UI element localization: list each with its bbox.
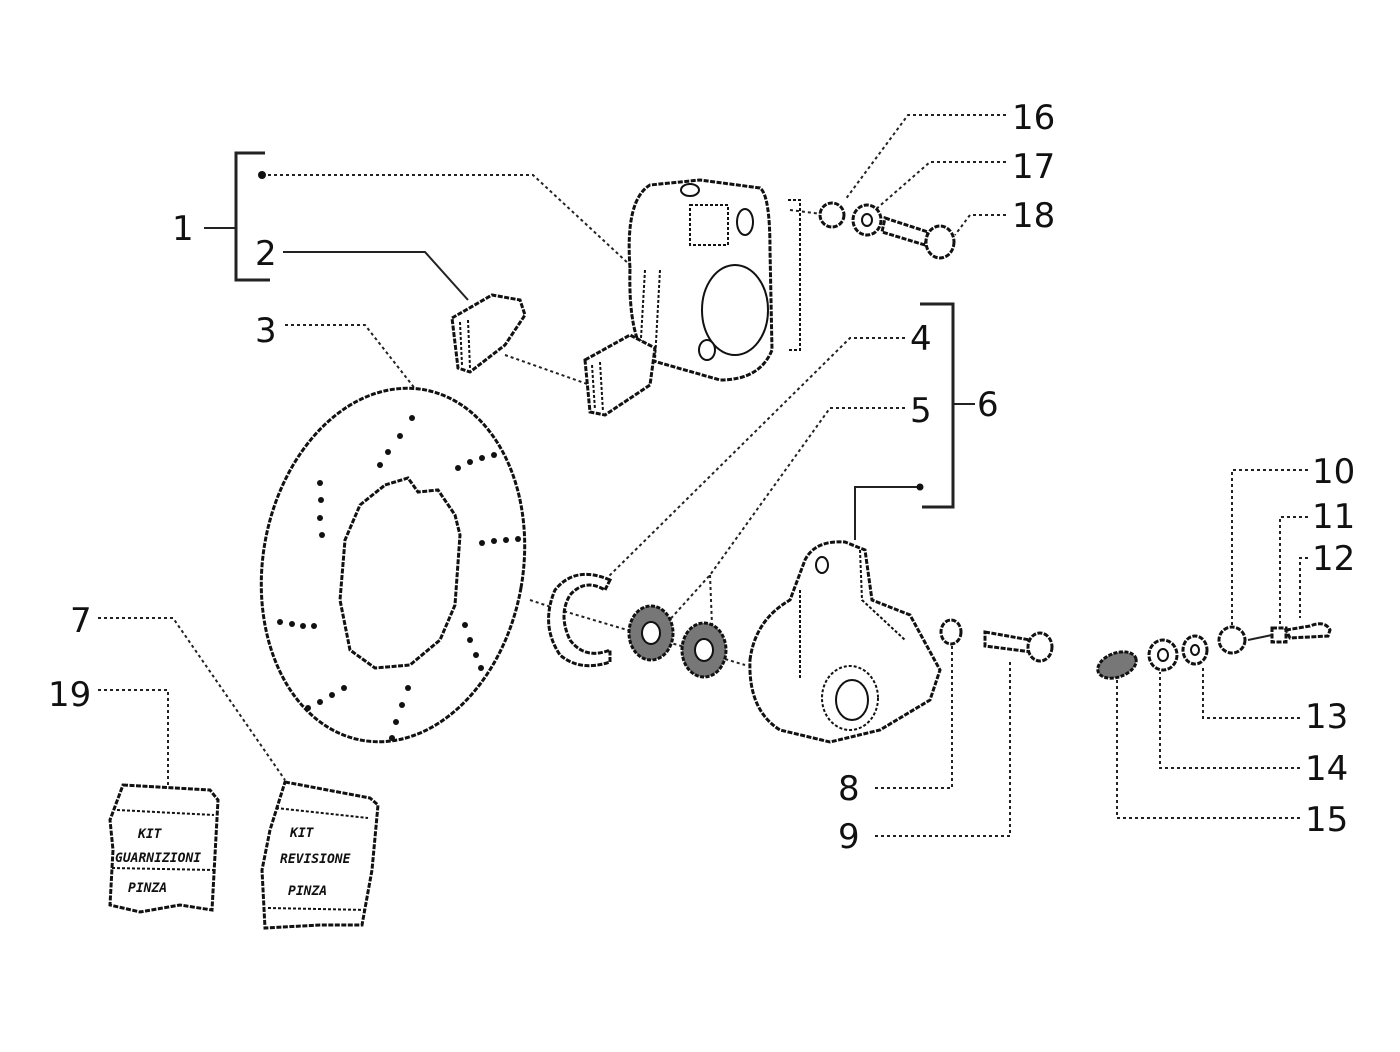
callout-9: 9 <box>838 817 860 857</box>
leader-5 <box>664 407 905 626</box>
callout-4: 4 <box>910 319 932 359</box>
brake-disc-part <box>259 386 527 744</box>
callout-18: 18 <box>1012 196 1055 236</box>
leader-11 <box>1279 516 1308 625</box>
kit-bag-19: KIT GUARNIZIONI PINZA <box>108 783 220 914</box>
callout-16: 16 <box>1012 98 1055 138</box>
kit-bag-7-line-3: PINZA <box>288 884 327 899</box>
kit-bag-19-line-1: KIT <box>137 827 163 842</box>
kit-bag-19-line-2: GUARNIZIONI <box>115 851 201 866</box>
piston-seal-2 <box>680 621 728 679</box>
callout-11: 11 <box>1312 497 1355 537</box>
leader-10 <box>1231 469 1308 625</box>
leader-lines <box>98 114 1308 837</box>
leader-3 <box>285 324 421 396</box>
seal-15-part <box>1096 650 1138 680</box>
piston-seal-1 <box>627 604 675 662</box>
leader-2 <box>283 251 469 301</box>
callout-labels: 1 2 3 4 5 6 7 8 9 10 11 12 13 14 15 16 1… <box>48 98 1355 857</box>
leader-8 <box>875 645 953 789</box>
retaining-ring-part <box>547 572 613 668</box>
leader-1-dot <box>258 171 266 179</box>
bolt-9-part <box>983 630 1054 663</box>
leader-4 <box>604 337 905 581</box>
washer-14-part <box>1147 638 1179 672</box>
nut-16-part <box>818 201 846 229</box>
washer-8-part <box>939 618 963 646</box>
leader-18 <box>954 214 1006 236</box>
callout-10: 10 <box>1312 452 1355 492</box>
leader-1 <box>262 174 631 266</box>
group-bracket-6 <box>920 302 975 509</box>
upper-caliper-part <box>627 178 801 382</box>
callout-3: 3 <box>255 311 277 351</box>
bleed-screw-11-part <box>1247 626 1288 644</box>
disc-vent-holes <box>277 415 521 741</box>
callout-12: 12 <box>1312 539 1355 579</box>
nut-10-part <box>1217 625 1247 655</box>
leader-2b <box>504 354 591 386</box>
callout-14: 14 <box>1305 749 1348 789</box>
callout-7: 7 <box>70 601 92 641</box>
group-bracket-1 <box>204 151 270 282</box>
callout-15: 15 <box>1305 800 1348 840</box>
kit-bag-19-line-3: PINZA <box>128 881 167 896</box>
callout-2: 2 <box>255 234 277 274</box>
washer-17-part <box>851 203 883 237</box>
kit-bag-7-line-1: KIT <box>289 826 315 841</box>
lower-caliper-part <box>748 540 942 744</box>
bleed-cap-12-part <box>1283 622 1332 640</box>
leader-16 <box>844 114 1006 201</box>
callout-1: 1 <box>172 209 194 249</box>
callout-5: 5 <box>910 391 932 431</box>
leader-17 <box>874 161 1006 211</box>
leader-5b <box>709 574 713 626</box>
leader-6-dot <box>916 483 924 491</box>
brake-pad-lower <box>583 333 657 417</box>
washer-13-part <box>1181 634 1209 666</box>
leader-19 <box>98 689 169 785</box>
leader-15 <box>1116 675 1300 819</box>
bolt-18-part <box>880 216 956 260</box>
kit-bag-7-line-2: REVISIONE <box>280 852 351 867</box>
callout-6: 6 <box>977 385 999 425</box>
leader-7 <box>98 617 286 781</box>
callout-19: 19 <box>48 675 91 715</box>
axis-line-bolt16 <box>789 209 831 216</box>
leader-14 <box>1159 672 1300 769</box>
kit-bag-7: KIT REVISIONE PINZA <box>260 780 380 930</box>
callout-13: 13 <box>1305 697 1348 737</box>
leader-9 <box>875 660 1011 837</box>
leader-13 <box>1202 665 1300 719</box>
brake-pad-upper <box>450 293 527 374</box>
callout-8: 8 <box>838 769 860 809</box>
leader-12 <box>1299 557 1308 618</box>
callout-17: 17 <box>1012 147 1055 187</box>
leader-6-arrow <box>854 486 920 540</box>
